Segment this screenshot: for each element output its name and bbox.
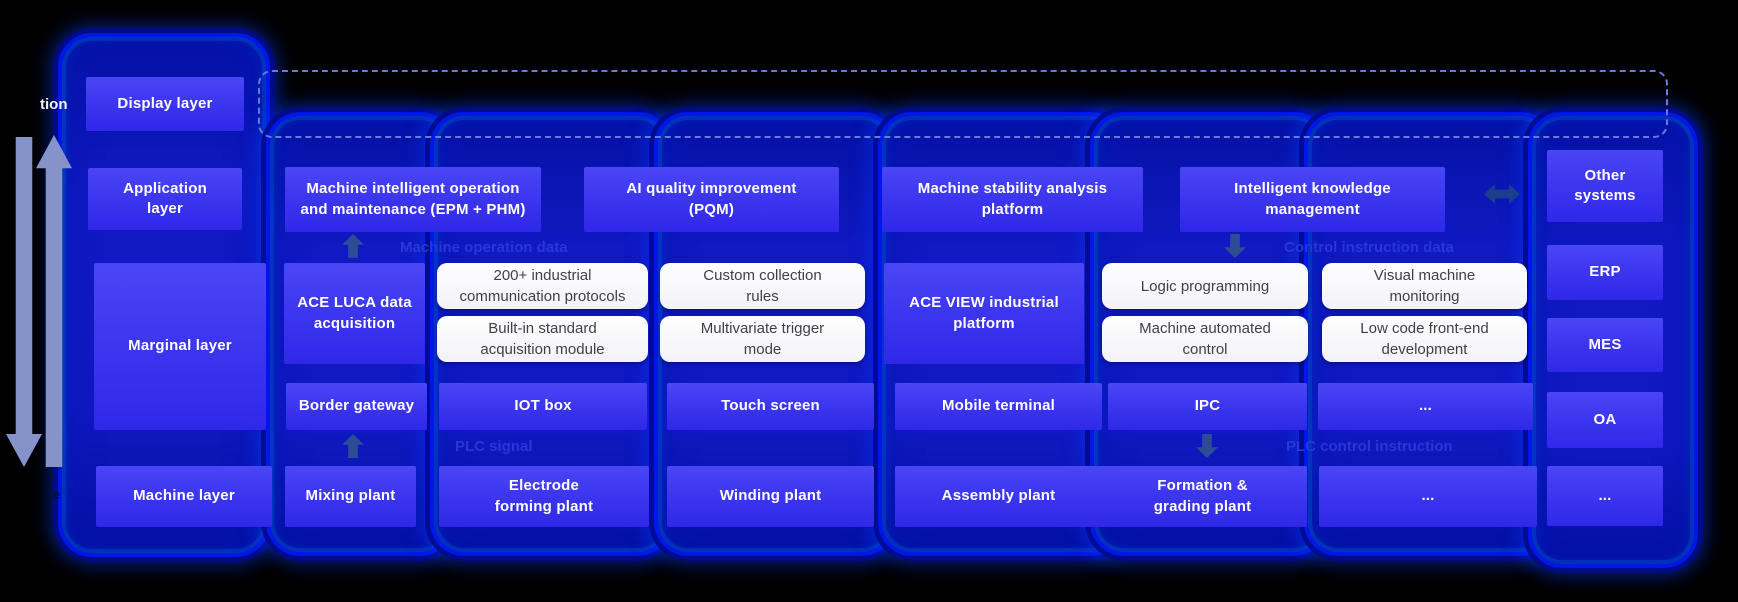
machine-operation-data-label: Machine operation data	[400, 239, 568, 256]
plant-more: ...	[1319, 466, 1537, 527]
marginal-layer-label: Marginal layer	[94, 263, 266, 430]
card-trigger-mode: Multivariate trigger mode	[660, 316, 865, 362]
application-layer-label: Application layer	[88, 168, 242, 230]
ace-view-box: ACE VIEW industrial platform	[884, 263, 1084, 364]
card-protocols: 200+ industrial communication protocols	[437, 263, 648, 309]
card-logic-programming: Logic programming	[1102, 263, 1308, 309]
device-iot-box: IOT box	[439, 383, 647, 430]
display-layer-label: Display layer	[86, 77, 244, 131]
app-box-stability-platform: Machine stability analysis platform	[882, 167, 1143, 232]
ace-luca-box: ACE LUCA data acquisition	[284, 263, 425, 364]
external-oa: OA	[1547, 392, 1663, 448]
app-box-pqm: AI quality improvement (PQM)	[584, 167, 839, 232]
downward-data-arrow-icon	[6, 137, 42, 467]
external-other-systems: Other systems	[1547, 150, 1663, 222]
device-border-gateway: Border gateway	[286, 383, 427, 430]
card-collection-rules: Custom collection rules	[660, 263, 865, 309]
plant-formation-grading: Formation & grading plant	[1098, 466, 1307, 527]
external-erp: ERP	[1547, 245, 1663, 300]
left-edge-text-fragment-top: tion	[40, 96, 68, 113]
external-more: ...	[1547, 466, 1663, 526]
plc-control-instruction-label: PLC control instruction	[1286, 438, 1453, 455]
left-right-arrow-icon	[1484, 184, 1520, 204]
app-box-knowledge-management: Intelligent knowledge management	[1180, 167, 1445, 232]
device-ipc: IPC	[1108, 383, 1307, 430]
external-mes: MES	[1547, 318, 1663, 372]
plc-signal-label: PLC signal	[455, 438, 533, 455]
left-edge-text-fragment-bottom: e	[53, 487, 61, 502]
display-layer-dashed-region	[258, 70, 1668, 138]
device-more: ...	[1318, 383, 1533, 430]
card-acquisition-module: Built-in standard acquisition module	[437, 316, 648, 362]
plant-mixing: Mixing plant	[285, 466, 416, 527]
plant-assembly: Assembly plant	[895, 466, 1102, 527]
card-visual-monitoring: Visual machine monitoring	[1322, 263, 1527, 309]
card-low-code: Low code front-end development	[1322, 316, 1527, 362]
app-box-epm-phm: Machine intelligent operation and mainte…	[285, 167, 541, 232]
device-touch-screen: Touch screen	[667, 383, 874, 430]
plant-electrode-forming: Electrode forming plant	[439, 466, 649, 527]
card-automated-control: Machine automated control	[1102, 316, 1308, 362]
device-mobile-terminal: Mobile terminal	[895, 383, 1102, 430]
plant-winding: Winding plant	[667, 466, 874, 527]
control-instruction-data-label: Control instruction data	[1284, 239, 1454, 256]
machine-layer-label: Machine layer	[96, 466, 272, 527]
